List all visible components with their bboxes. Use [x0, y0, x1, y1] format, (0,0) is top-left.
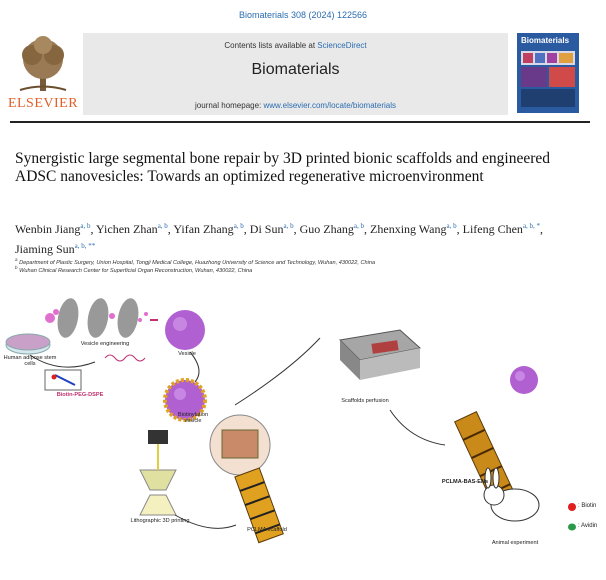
- label-lithographic-printing: Lithographic 3D printing: [130, 518, 190, 524]
- homepage-link[interactable]: www.elsevier.com/locate/biomaterials: [263, 101, 397, 110]
- journal-cover: Biomaterials: [517, 33, 579, 113]
- homepage-prefix: journal homepage:: [195, 101, 264, 110]
- author[interactable]: Wenbin Jianga, b: [15, 222, 91, 236]
- affiliation: b Wuhan Clinical Research Center for Sup…: [15, 265, 253, 274]
- label-vesicle-engineering: Vesicle engineering: [80, 341, 130, 347]
- label-biotin-peg-dspe: Biotin-PEG-DSPE: [56, 392, 104, 398]
- label-vesicle: Vesicle: [178, 351, 196, 357]
- author[interactable]: Yifan Zhanga, b: [173, 222, 244, 236]
- author[interactable]: Yichen Zhana, b: [96, 222, 168, 236]
- journal-citation[interactable]: Biomaterials 308 (2024) 122566: [238, 10, 368, 20]
- author[interactable]: Lifeng Chena, b, *: [462, 222, 541, 236]
- publisher-name: ELSEVIER: [7, 96, 79, 111]
- author[interactable]: Di Suna, b: [249, 222, 294, 236]
- label-animal-experiment: Animal experiment: [491, 540, 539, 546]
- affiliation: a Department of Plastic Surgery, Union H…: [15, 257, 376, 266]
- author[interactable]: Zhenxing Wanga, b: [370, 222, 457, 236]
- graphical-abstract-art: [5, 298, 576, 544]
- contents-prefix: Contents lists available at: [224, 41, 318, 50]
- graphical-abstract: [0, 290, 606, 575]
- label-scaffolds-perfusion: Scaffolds perfusion: [341, 398, 389, 404]
- label-pclma-scaffold: PCLMA scaffold: [247, 527, 287, 533]
- biotin-legend-marker: [568, 503, 576, 511]
- avidin-legend-marker: [568, 523, 576, 531]
- elsevier-tree-logo: [10, 35, 76, 95]
- journal-name: Biomaterials: [251, 61, 340, 78]
- author[interactable]: Guo Zhanga, b: [299, 222, 365, 236]
- legend-avidin-label: : Avidin: [578, 523, 598, 529]
- author[interactable]: Jiaming Suna, b, **: [15, 242, 96, 256]
- contents-line: Contents lists available at ScienceDirec…: [83, 41, 508, 50]
- article-title: Synergistic large segmental bone repair …: [15, 150, 551, 185]
- cover-title: Biomaterials: [521, 36, 570, 45]
- homepage-line: journal homepage: www.elsevier.com/locat…: [83, 101, 508, 110]
- label-pclma-bas-ens: PCLMA-BAS-ENs: [441, 479, 489, 485]
- journal-header-box: [83, 33, 508, 115]
- label-stem-cells: Human adipose stem cells: [3, 355, 57, 367]
- sciencedirect-link[interactable]: ScienceDirect: [317, 41, 367, 50]
- author-list: Wenbin Jianga, b, Yichen Zhana, b, Yifan…: [15, 222, 544, 256]
- header-divider: [10, 121, 590, 123]
- legend-biotin-label: : Biotin: [578, 503, 597, 509]
- label-biotinylation-vesicle: Biotinylation vesicle: [177, 412, 209, 424]
